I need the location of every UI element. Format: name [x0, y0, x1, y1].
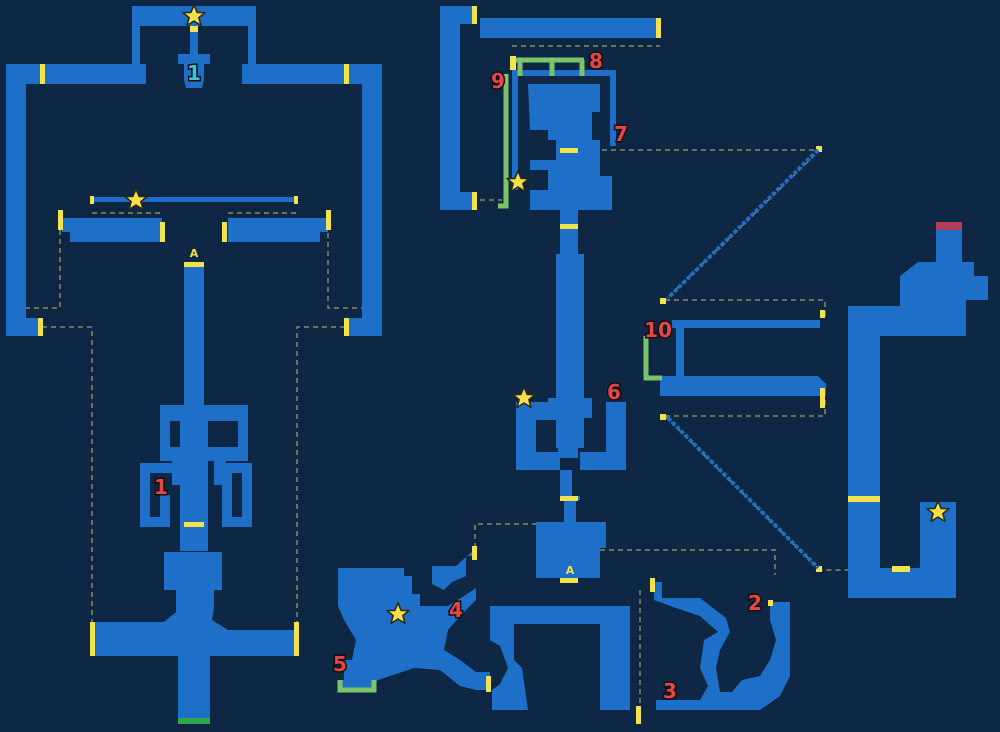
label-7: 7 [614, 122, 628, 146]
right-complex [338, 6, 988, 710]
label-6: 6 [607, 380, 621, 404]
marker-a: A [190, 247, 199, 260]
label-8: 8 [589, 49, 603, 73]
doors [38, 6, 910, 724]
label-10: 10 [644, 318, 672, 342]
diagonal-paths [666, 148, 820, 570]
marker-a: A [566, 564, 575, 577]
left-complex [6, 6, 382, 722]
star-icon [124, 188, 148, 211]
area-labels: 1 1 2 3 4 5 6 7 8 9 10 [153, 48, 764, 705]
entrance-door [178, 718, 210, 724]
label-1: 1 [154, 475, 168, 499]
connector-paths [337, 57, 662, 693]
label-3: 3 [663, 679, 677, 703]
label-5: 5 [333, 652, 347, 676]
boss-door [936, 222, 962, 230]
label-2: 2 [748, 591, 762, 615]
label-1-cyan: 1 [187, 61, 201, 85]
label-9: 9 [491, 69, 505, 93]
label-4: 4 [449, 598, 463, 622]
